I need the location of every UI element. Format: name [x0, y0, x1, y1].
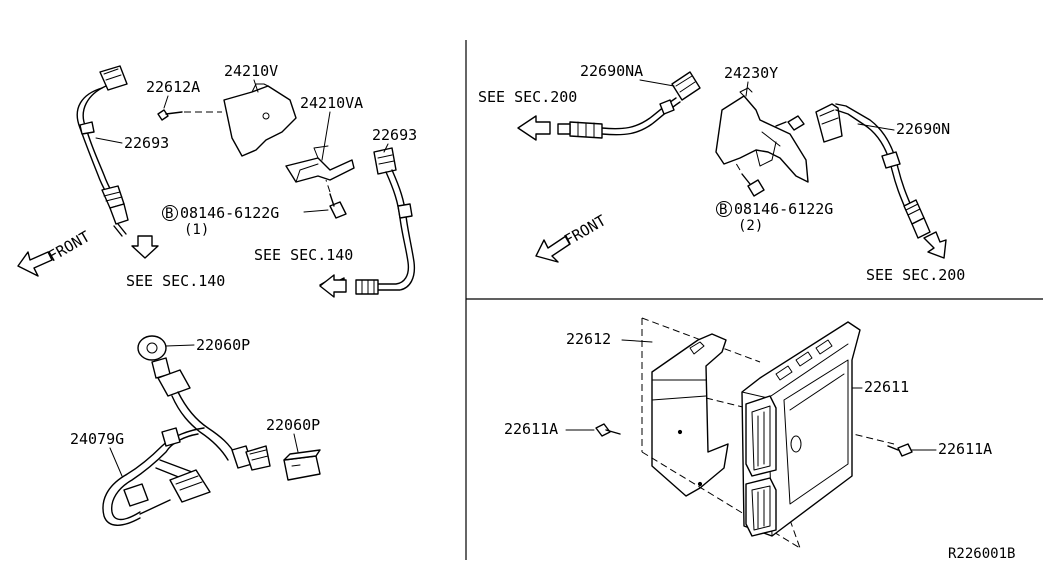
label-22693-right: 22693	[372, 126, 417, 144]
oxygen-sensor-22693-left	[76, 65, 129, 237]
label-22690N: 22690N	[896, 120, 950, 138]
label-see-sec200-top: SEE SEC.200	[478, 88, 577, 106]
label-22693-left: 22693	[124, 134, 169, 152]
label-24079G: 24079G	[70, 430, 124, 448]
label-see-sec200-bottom: SEE SEC.200	[866, 266, 965, 284]
label-08146-6122G-1: 08146-6122G	[180, 204, 279, 222]
bolt-22611A-left	[595, 423, 621, 437]
label-qty-1: (1)	[184, 222, 209, 238]
ecm-bracket-22612	[641, 317, 761, 497]
bolt-marker-circle-1	[162, 205, 178, 221]
sensor-bracket-24210VA	[285, 145, 355, 183]
oxygen-sensor-22690N	[815, 103, 931, 239]
label-see-sec140-left: SEE SEC.140	[126, 272, 225, 290]
label-see-sec140-mid: SEE SEC.140	[254, 246, 353, 264]
label-qty-2: (2)	[738, 218, 763, 234]
label-front-left: FRONT	[45, 227, 93, 265]
bolt-08146-6122G-b	[733, 159, 765, 197]
bolt-08146-6122G-a	[325, 179, 347, 219]
label-22690NA: 22690NA	[580, 62, 643, 80]
label-22612: 22612	[566, 330, 611, 348]
label-24230Y: 24230Y	[724, 64, 778, 82]
label-bolt-b-1: B	[165, 206, 173, 222]
sensor-bracket-24210V	[223, 83, 297, 157]
knock-sensor-22060P-bottom	[283, 449, 321, 481]
front-arrow-left	[17, 251, 53, 277]
label-22611A-right: 22611A	[938, 440, 992, 458]
label-22612A: 22612A	[146, 78, 200, 96]
harness-24079G	[102, 391, 271, 526]
bolt-22612A	[157, 109, 222, 121]
label-24210VA: 24210VA	[300, 94, 363, 112]
label-22611: 22611	[864, 378, 909, 396]
label-22611A-left: 22611A	[504, 420, 558, 438]
oxygen-sensor-22693-right	[355, 147, 416, 295]
bolt-22611A-right	[887, 443, 913, 457]
arrow-see-sec140-mid-shape	[319, 274, 347, 298]
front-arrow-right	[535, 235, 571, 263]
knock-sensor-22060P-top	[137, 335, 191, 397]
oxygen-sensor-22690NA	[557, 71, 701, 139]
label-22060P-bottom: 22060P	[266, 416, 320, 434]
bolt-24230Y-top	[775, 115, 805, 131]
arrow-see-sec200-bottom	[923, 231, 947, 259]
label-08146-6122G-2: 08146-6122G	[734, 200, 833, 218]
engine-control-module-22611	[641, 321, 895, 549]
label-24210V: 24210V	[224, 62, 278, 80]
sensor-bracket-24230Y	[715, 87, 809, 183]
diagram-id: R226001B	[948, 546, 1015, 562]
label-front-right: FRONT	[561, 211, 609, 249]
arrow-see-sec140-left	[131, 235, 159, 259]
bolt-marker-circle-2	[716, 201, 732, 217]
label-bolt-b-2: B	[719, 202, 727, 218]
label-22060P-top: 22060P	[196, 336, 250, 354]
arrow-see-sec200-top	[517, 115, 551, 141]
